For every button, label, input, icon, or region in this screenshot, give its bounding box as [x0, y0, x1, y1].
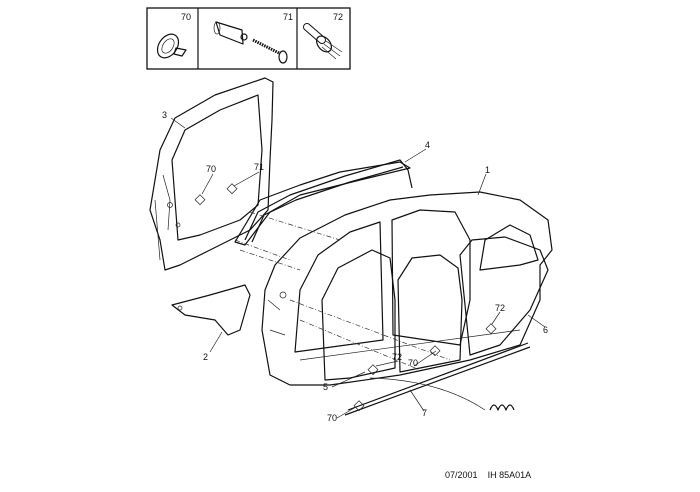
clip-70-icon	[156, 33, 187, 59]
callout-71: 71	[254, 162, 264, 172]
part-6-rear-seal	[459, 236, 549, 356]
rear-door-seal	[397, 254, 463, 373]
footer-reference: IH 85A01A	[487, 470, 532, 480]
connector-icon	[489, 404, 515, 411]
part-7-sill-strip	[344, 342, 531, 416]
diagram-footer: 07/2001 IH 85A01A	[445, 470, 531, 480]
inset-label-71: 71	[283, 12, 293, 22]
part-1-body-side	[261, 191, 553, 386]
callout-7: 7	[422, 408, 427, 418]
callout-4: 4	[425, 140, 430, 150]
callout-70: 70	[327, 413, 337, 423]
part-2-bracket	[171, 284, 251, 336]
callout-1: 1	[485, 165, 490, 175]
inset-label-72: 72	[333, 12, 343, 22]
footer-date: 07/2001	[445, 470, 478, 480]
plug-screw-71-icon	[213, 21, 288, 64]
cable	[369, 377, 486, 411]
callout-72: 72	[495, 303, 505, 313]
callout-5: 5	[323, 382, 328, 392]
inset-label-70: 70	[181, 12, 191, 22]
fastener-inset: 70 71 72	[146, 7, 351, 70]
callout-70: 70	[408, 358, 418, 368]
callout-2: 2	[203, 352, 208, 362]
callout-3: 3	[162, 110, 167, 120]
part-3-front-pillar	[149, 77, 411, 271]
clip-72-icon	[303, 23, 343, 60]
part-5-front-door-seal	[321, 249, 396, 381]
clip-markers	[194, 183, 497, 412]
callout-70: 70	[206, 164, 216, 174]
callout-72: 72	[392, 352, 402, 362]
part-4-roof-rail	[244, 159, 413, 243]
callout-6: 6	[543, 325, 548, 335]
